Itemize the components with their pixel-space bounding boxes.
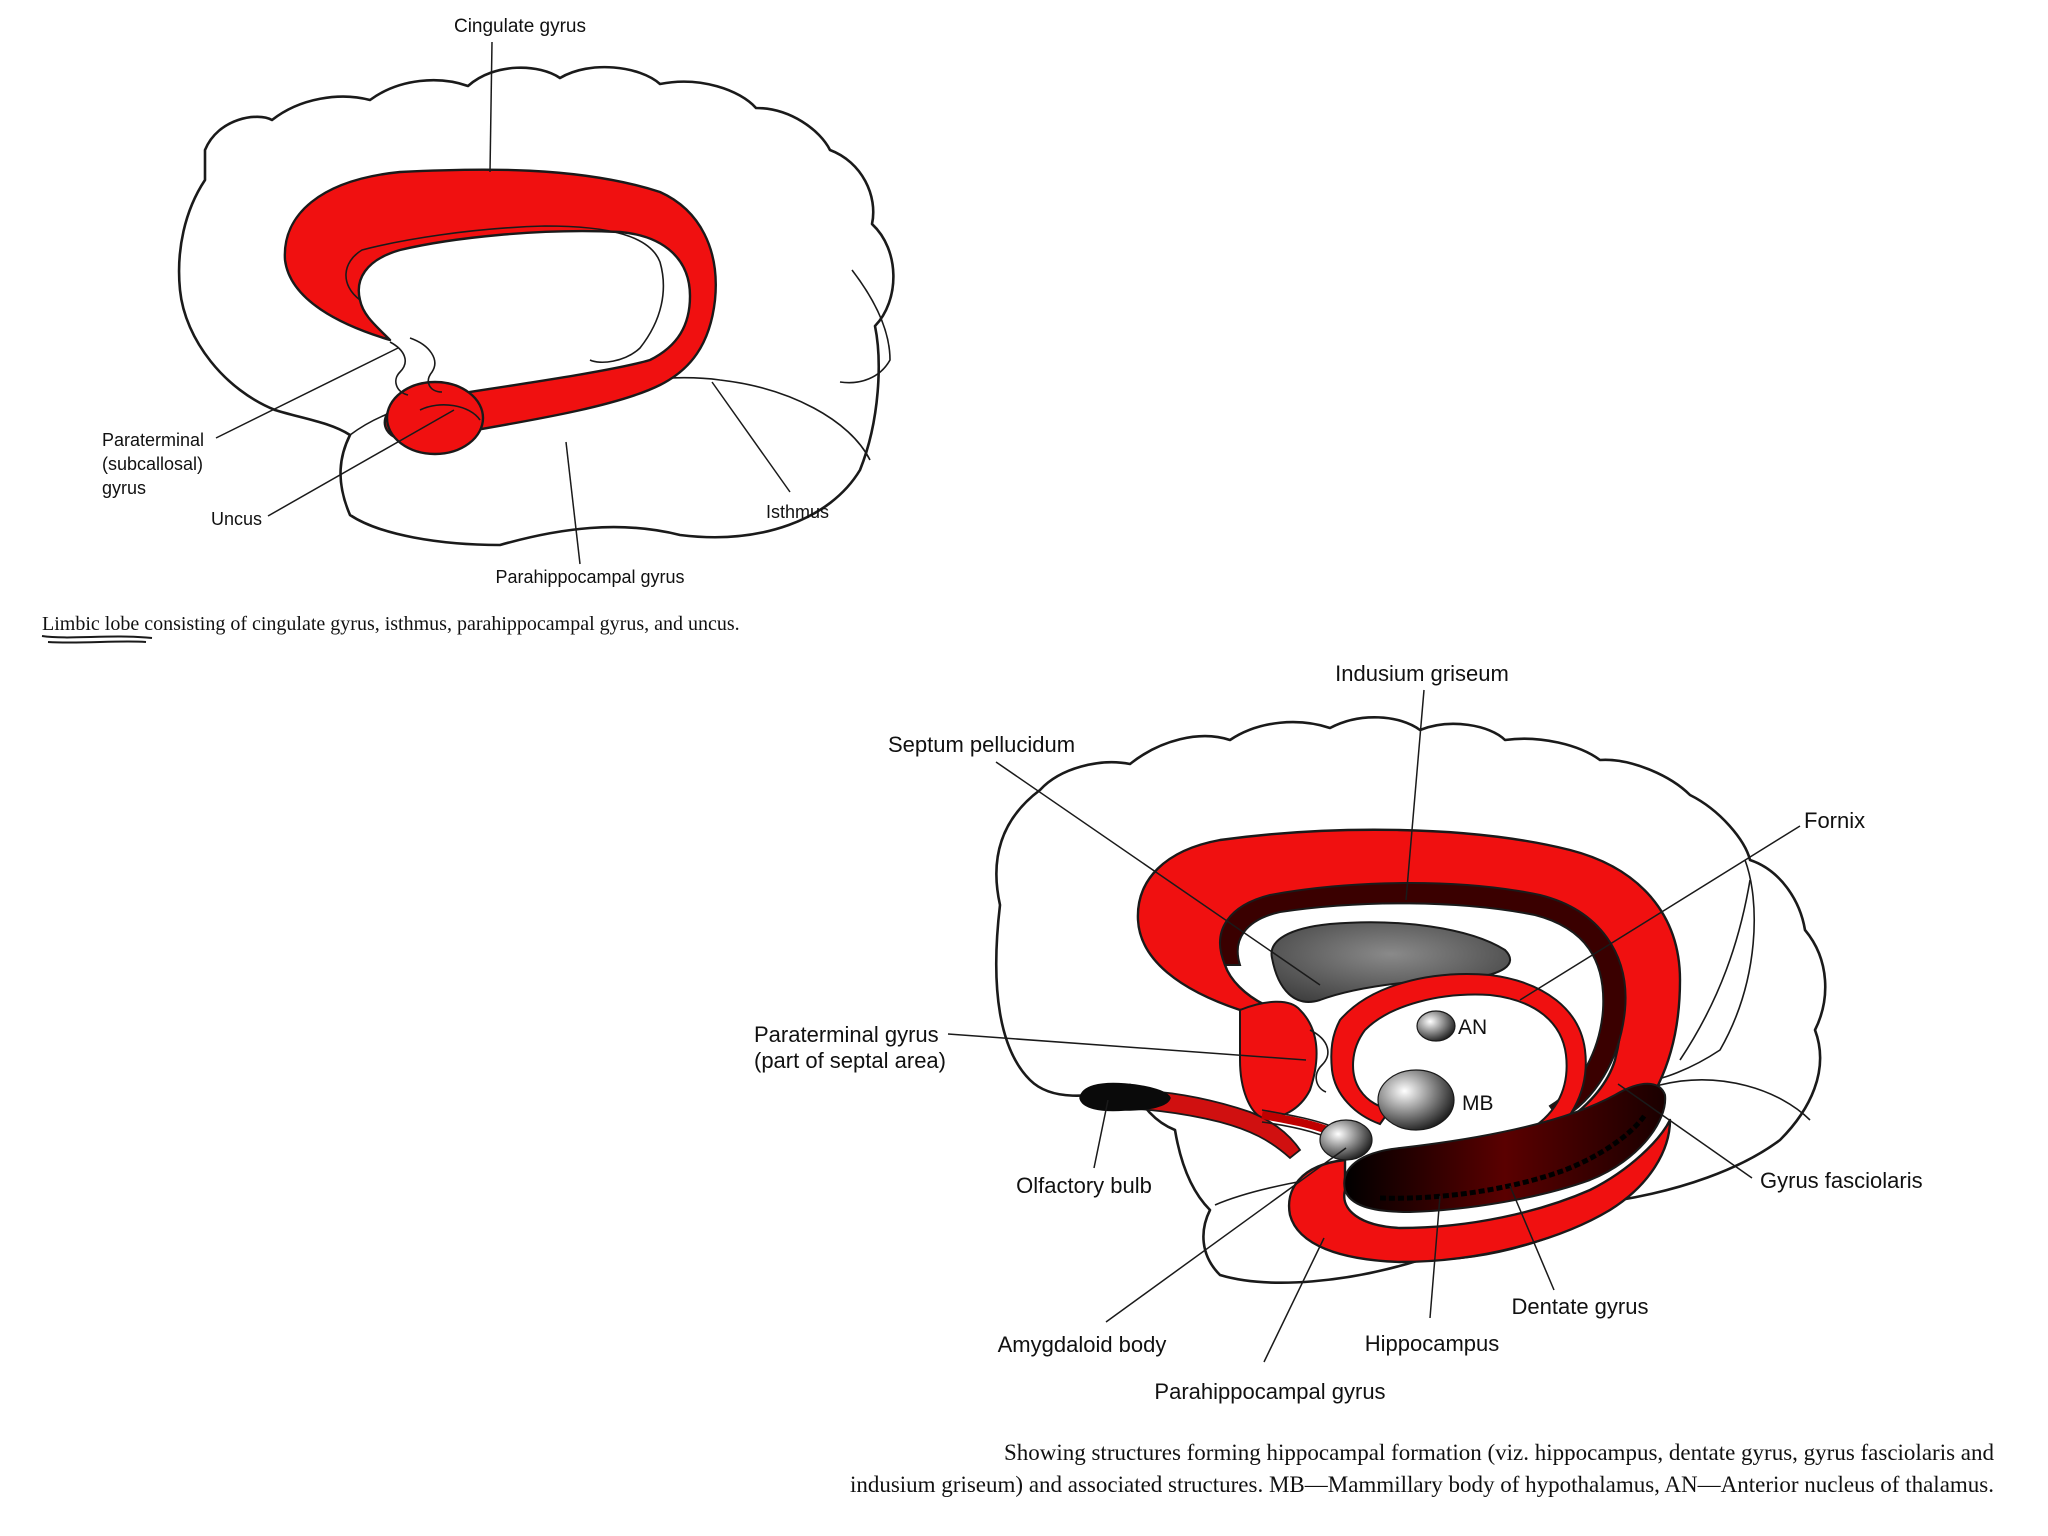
label-paraterminal-line1: Paraterminal [102,430,204,450]
caption-top: Limbic lobe consisting of cingulate gyru… [42,613,740,635]
leader-isthmus [711,381,791,493]
label-fornix: Fornix [1804,808,1865,833]
leader-fornix [1519,825,1801,1001]
caption-bottom-line1: Showing structures forming hippocampal f… [1004,1440,1995,1465]
leader-gyrus-fasciolaris [1617,1083,1753,1179]
label-hippocampus: Hippocampus [1365,1331,1500,1356]
leader-paraterminal-bottom [947,1033,1307,1061]
leader-parahippocampal [565,441,581,565]
label-paraterminal-gyrus-line1: Paraterminal gyrus [754,1022,939,1047]
label-amygdaloid-body: Amygdaloid body [998,1332,1167,1357]
caption-top-rest: consisting of cingulate gyrus, isthmus, … [139,613,739,635]
label-mb: MB [1462,1092,1494,1115]
label-paraterminal-line2: (subcallosal) [102,454,203,474]
dentate-gyrus-edge [1379,1113,1648,1201]
leader-cingulate [489,41,493,173]
label-paraterminal-line3: gyrus [102,478,146,498]
mammillary-body-ball [1377,1069,1455,1131]
label-an: AN [1458,1016,1487,1039]
label-dentate-gyrus: Dentate gyrus [1512,1294,1649,1319]
fornix-body-shape [1330,973,1587,1152]
label-cingulate-gyrus: Cingulate gyrus [454,16,586,37]
hippocampus-shape [1343,1082,1667,1214]
corpus-callosum-outline [345,225,665,364]
paraterminal-curl [389,337,443,396]
leader-olfactory [1093,1099,1109,1169]
label-indusium-griseum: Indusium griseum [1335,661,1509,686]
caption-underline-mark [41,635,153,644]
leader-dentate [1509,1185,1555,1291]
leader-uncus [267,409,455,517]
parahippocampal-shape-bottom [1287,1118,1672,1264]
label-septum-pellucidum: Septum pellucidum [888,732,1075,757]
leader-indusium [1405,689,1425,901]
label-parahippocampal-gyrus-bottom: Parahippocampal gyrus [1154,1379,1385,1404]
hippocampal-formation-figure: Indusium griseum Septum pellucidum Forni… [754,661,1994,1497]
leader-parahippocampal-bottom [1263,1237,1325,1363]
leader-septum [995,761,1321,986]
paraterminal-region [1239,1000,1318,1120]
label-paraterminal-gyrus-line2: (part of septal area) [754,1048,946,1073]
label-parahippocampal-gyrus-top: Parahippocampal gyrus [495,567,684,587]
occipital-line-bottom [1649,859,1755,1081]
limbic-lobe-figure: Cingulate gyrus Paraterminal (subcallosa… [41,16,895,644]
caption-bottom-line2: indusium griseum) and associated structu… [850,1472,1994,1497]
parieto-occipital-line-bottom [1679,879,1751,1061]
leader-paraterminal [215,347,399,439]
label-gyrus-fasciolaris: Gyrus fasciolaris [1760,1168,1923,1193]
uncus-hook-line [419,404,481,421]
leader-hippocampus [1429,1195,1441,1319]
label-isthmus: Isthmus [766,502,829,522]
leader-amygdaloid [1105,1147,1347,1323]
amygdaloid-body-ball [1319,1119,1373,1161]
septum-pellucidum-shape [1270,921,1512,1003]
label-uncus: Uncus [211,509,262,529]
brain-outline-top [177,65,895,547]
paraterminal-squiggle [1309,1029,1329,1093]
caption-top-underlined: Limbic lobe [42,613,139,635]
uncus-shape [385,380,485,456]
label-olfactory-bulb: Olfactory bulb [1016,1173,1152,1198]
anterior-nucleus-ball [1416,1010,1456,1042]
parieto-occipital-line [839,269,891,384]
